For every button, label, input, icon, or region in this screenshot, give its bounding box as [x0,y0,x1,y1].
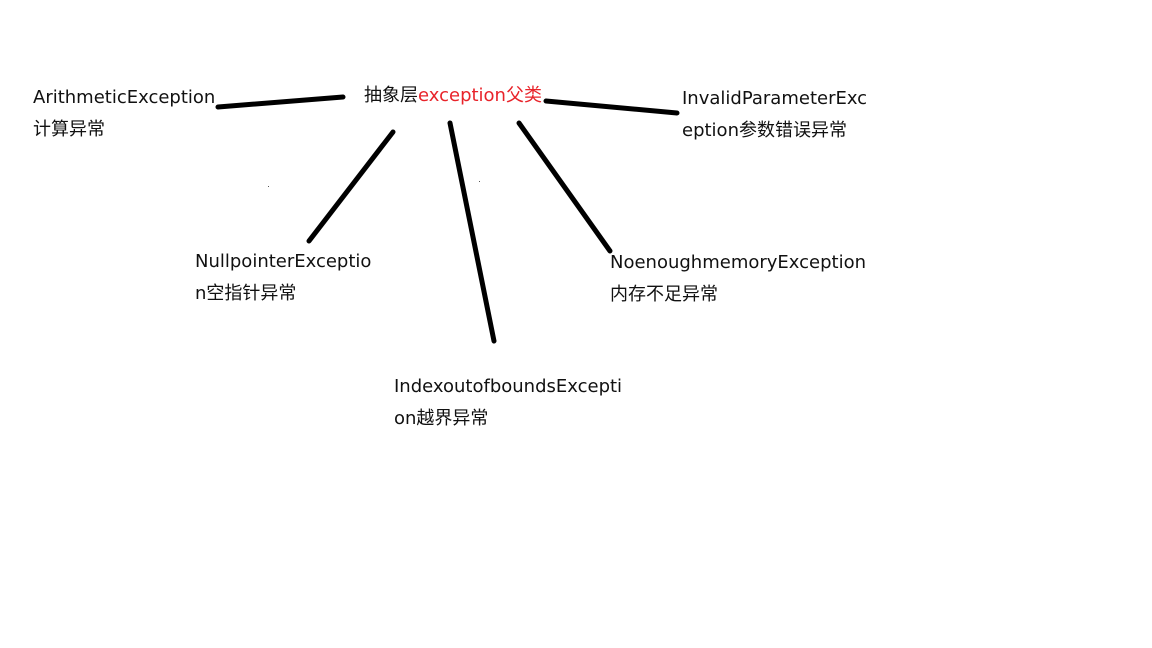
node-index-out-of-bounds-exception: IndexoutofboundsExcepti on越界异常 [394,371,622,435]
node-description: n空指针异常 [195,283,297,304]
edge-root-to-arithmetic [215,94,346,110]
node-title: NullpointerExceptio [195,251,372,272]
node-title: NoenoughmemoryException [610,252,867,273]
edge-root-to-invalid-parameter [543,98,680,116]
root-node-exception-parent: 抽象层exception父类 [364,80,542,112]
stray-dot [268,186,269,187]
node-description: on越界异常 [394,408,489,429]
node-title: IndexoutofboundsExcepti [394,376,623,397]
stray-dot [479,181,480,182]
root-highlight: exception父类 [418,85,542,106]
node-title: InvalidParameterExc [682,88,868,109]
root-prefix: 抽象层 [364,85,418,106]
node-description: eption参数错误异常 [682,120,847,141]
edge-root-to-no-enough-memory [516,120,613,254]
edge-root-to-index-out-of-bounds [447,120,497,344]
node-description: 计算异常 [33,119,105,140]
node-invalid-parameter-exception: InvalidParameterExc eption参数错误异常 [682,83,867,147]
node-title: ArithmeticException [33,87,216,108]
node-description: 内存不足异常 [610,284,718,305]
node-no-enough-memory-exception: NoenoughmemoryException 内存不足异常 [610,247,866,311]
node-null-pointer-exception: NullpointerExceptio n空指针异常 [195,246,371,310]
edge-root-to-null-pointer [306,129,396,244]
node-arithmetic-exception: ArithmeticException 计算异常 [33,82,215,146]
